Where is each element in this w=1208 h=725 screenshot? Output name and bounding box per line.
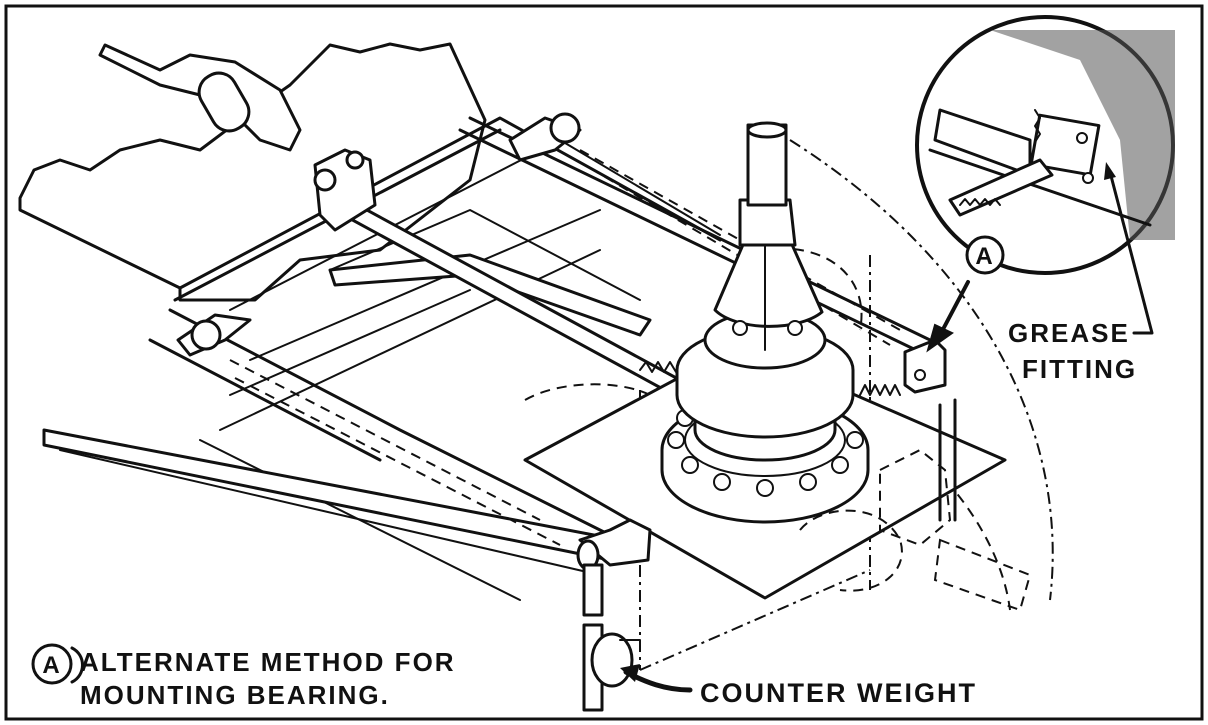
- counter-weight-assembly: [576, 518, 652, 712]
- bearing-assembly: [660, 121, 870, 524]
- grease-fitting-label-line1: GREASE: [1008, 318, 1130, 348]
- callout-a-letter: A: [975, 243, 994, 270]
- grease-fitting-label-line2: FITTING: [1022, 354, 1137, 384]
- grease-fitting-label: GREASE FITTING: [1008, 162, 1154, 384]
- counter-weight-label: COUNTER WEIGHT: [700, 678, 977, 708]
- detail-view: [915, 15, 1175, 275]
- gearbox-hidden: [799, 448, 1032, 612]
- caption-line2: MOUNTING BEARING.: [80, 680, 390, 710]
- caption-letter: A: [42, 652, 61, 679]
- caption: A ALTERNATE METHOD FOR MOUNTING BEARING.: [31, 643, 456, 710]
- callout-a-badge: A: [965, 235, 1005, 275]
- callout-pointer: [926, 280, 970, 353]
- counter-weight-label-group: COUNTER WEIGHT: [620, 664, 977, 708]
- cover-plate: [18, 42, 487, 302]
- caption-line1: ALTERNATE METHOD FOR: [80, 647, 456, 677]
